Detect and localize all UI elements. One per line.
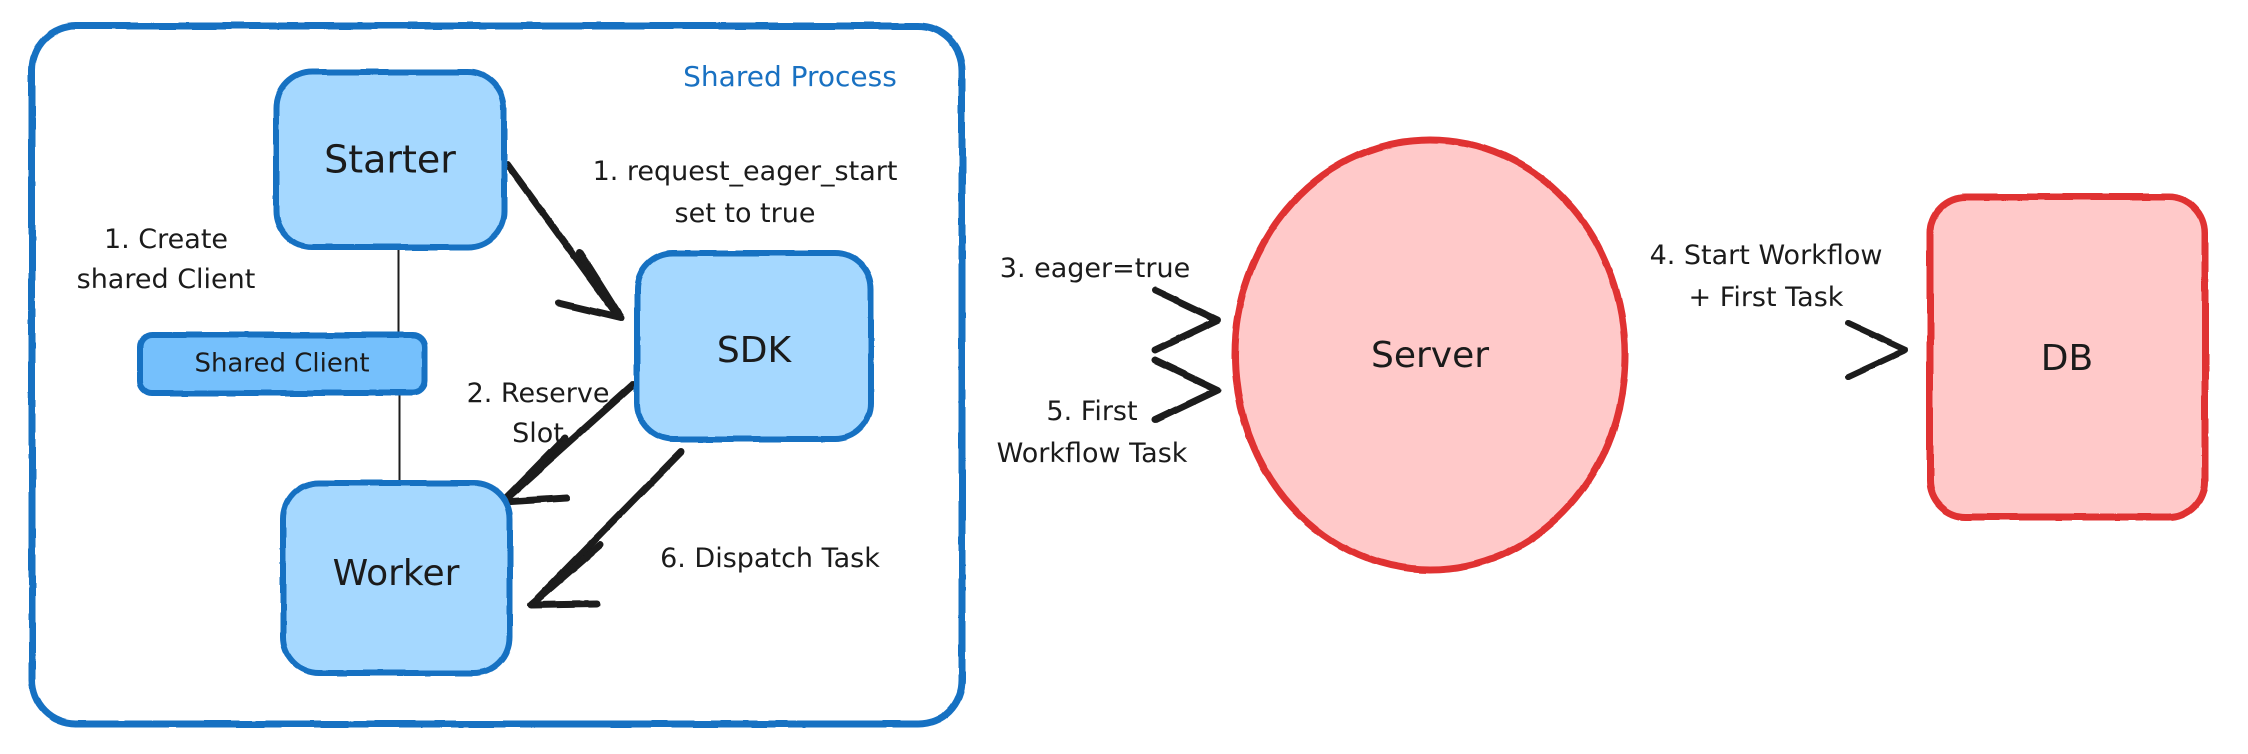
node-shared-client[interactable]: Shared Client: [137, 332, 428, 396]
edge-create-line-upper: [395, 240, 402, 342]
edge-first-task-arrowhead: [1151, 356, 1222, 424]
node-worker-label: Worker: [333, 553, 460, 594]
node-starter-label: Starter: [324, 138, 456, 182]
edge-label-create-line1: 1. Create: [104, 224, 228, 255]
node-sdk-shape: [634, 250, 874, 442]
edge-label-reserve-slot: 2. Reserve Slot: [467, 378, 610, 449]
edge-start-workflow: [1629, 320, 1909, 380]
edge-eager-true-arrowhead: [1151, 286, 1222, 354]
node-server-label: Server: [1371, 335, 1489, 376]
node-worker[interactable]: Worker: [280, 480, 513, 676]
shared-process-border: [28, 22, 966, 728]
edge-label-dispatch-task: 6. Dispatch Task: [660, 543, 880, 574]
node-shared-client-shape: [137, 332, 428, 396]
edge-create-line-lower: [396, 385, 403, 489]
node-worker-shape: [280, 480, 513, 676]
edge-label-eager-true: 3. eager=true: [1000, 253, 1190, 284]
edge-first-workflow-task: [870, 356, 1222, 424]
edge-eager-line: [504, 161, 618, 315]
edge-label-create-line2: shared Client: [77, 264, 256, 295]
edge-dispatch-arrowhead: [527, 541, 604, 609]
node-starter[interactable]: Starter: [273, 69, 507, 250]
edge-label-first-task-line2: Workflow Task: [997, 438, 1188, 469]
edge-label-eager-true-line1: 3. eager=true: [1000, 253, 1190, 284]
edge-label-first-task-line1: 5. First: [1046, 396, 1137, 427]
node-shared-client-label: Shared Client: [194, 349, 369, 379]
edge-label-start-workflow-line1: 4. Start Workflow: [1650, 240, 1883, 271]
shared-process-container[interactable]: Shared Process: [28, 22, 966, 728]
edge-label-reserve-line2: Slot: [512, 418, 564, 449]
node-server-shape: [1231, 136, 1629, 574]
node-db[interactable]: DB: [1926, 193, 2209, 521]
edge-dispatch-task: [527, 448, 685, 609]
edge-label-request-eager-start: 1. request_eager_start set to true: [593, 156, 898, 229]
edge-eager-arrowhead: [554, 249, 625, 322]
shared-process-label: Shared Process: [683, 60, 897, 93]
edge-label-dispatch-line1: 6. Dispatch Task: [660, 543, 880, 574]
edge-label-eager-line1: 1. request_eager_start: [593, 156, 898, 187]
node-sdk-label: SDK: [717, 330, 793, 371]
edge-label-first-workflow-task: 5. First Workflow Task: [997, 396, 1188, 469]
node-db-label: DB: [2041, 338, 2093, 379]
edge-label-start-workflow: 4. Start Workflow + First Task: [1650, 240, 1883, 313]
edge-create-shared-client: [395, 240, 403, 489]
node-starter-shape: [273, 69, 507, 250]
edge-request-eager-start: [504, 161, 625, 322]
edge-label-reserve-line1: 2. Reserve: [467, 378, 610, 409]
node-sdk[interactable]: SDK: [634, 250, 874, 442]
node-db-shape: [1926, 193, 2209, 521]
edge-label-start-workflow-line2: + First Task: [1689, 282, 1844, 313]
edge-eager-true: [870, 286, 1222, 354]
edge-label-eager-line2: set to true: [675, 198, 816, 229]
node-server[interactable]: Server: [1231, 136, 1629, 574]
edge-label-create-shared-client: 1. Create shared Client: [77, 224, 256, 295]
edge-start-workflow-arrowhead: [1845, 320, 1909, 380]
